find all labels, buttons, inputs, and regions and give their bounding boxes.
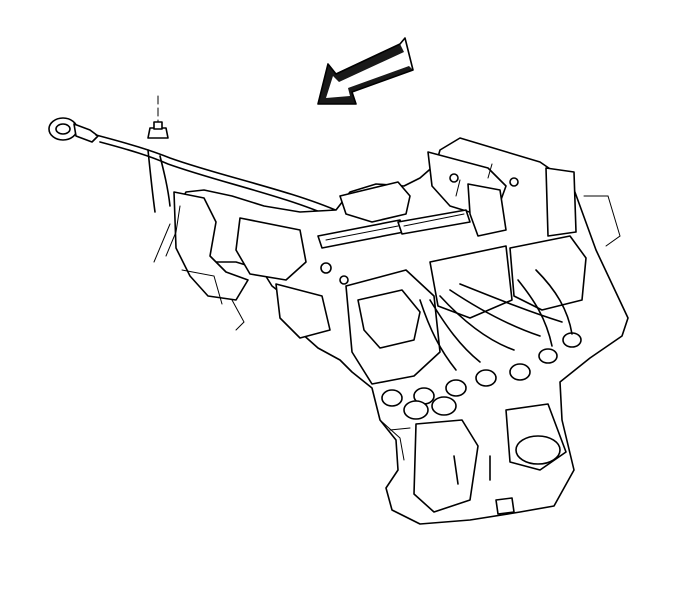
tube-bolt-icon <box>147 95 169 139</box>
engine-block-icon <box>153 137 629 525</box>
direction-arrow-icon <box>317 37 414 105</box>
spark-plug-row-icon <box>381 332 582 420</box>
dipstick-handle-icon <box>48 117 99 143</box>
